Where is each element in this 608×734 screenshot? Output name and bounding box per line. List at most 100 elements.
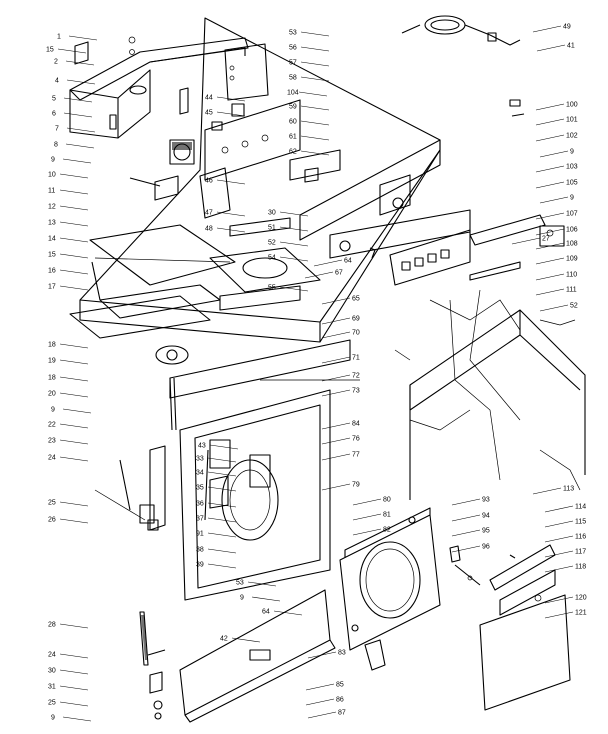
leader-c114 [544,505,574,513]
leader-c30b [279,211,309,217]
leader-c38 [207,548,237,554]
leader-c39 [207,563,237,569]
callout-c57: 57 [289,60,297,67]
leader-c69 [321,317,351,325]
callout-c110: 110 [566,272,577,279]
callout-c108: 108 [566,241,578,248]
callout-c30: 30 [48,668,56,675]
leader-c51 [279,226,309,232]
leader-c6 [63,112,93,118]
leader-c82 [352,528,382,536]
callout-c14: 14 [48,236,56,243]
callout-c60: 60 [289,119,297,126]
leader-c35 [207,486,237,492]
leader-c70 [321,331,351,339]
leader-c77 [321,453,351,461]
leader-c59 [300,105,330,111]
leader-c7 [66,127,96,133]
callout-c39: 39 [196,562,204,569]
callout-c72: 72 [352,373,360,380]
callout-c4: 4 [55,78,59,85]
leader-c111 [535,288,565,296]
leader-c91 [207,532,237,538]
callout-c83: 83 [338,650,346,657]
leader-c18 [59,343,89,349]
callout-c6: 6 [52,111,56,118]
callout-c8: 8 [54,142,58,149]
top-ring [209,217,321,311]
front-control-panel [299,139,471,286]
leader-c52a [279,241,309,247]
leader-c15b [59,253,89,259]
leader-c46 [216,179,246,185]
leader-c87 [307,711,337,719]
callout-c33: 33 [196,456,204,463]
callout-c116: 116 [575,534,586,541]
callout-c26: 26 [48,517,56,524]
callout-c22: 22 [48,422,56,429]
leader-c11 [59,189,89,195]
leader-c61 [300,135,330,141]
leader-c31 [59,685,89,691]
leader-c20 [59,392,89,398]
leader-c104 [298,91,328,97]
leader-c80 [352,498,382,506]
leader-c42 [231,637,261,643]
callout-c18: 18 [48,342,56,349]
callout-c11: 11 [48,188,55,195]
drain-hose [401,15,521,46]
callout-c24a: 24 [48,455,56,462]
leader-c79 [321,483,351,491]
callout-c23: 23 [48,438,56,445]
callout-c121: 121 [575,610,587,617]
callout-c55: 55 [268,285,276,292]
leader-c24a [59,456,89,462]
callout-c104: 104 [287,90,299,97]
leader-c72 [321,374,351,382]
callout-c43: 43 [198,443,206,450]
leader-c115 [544,520,574,528]
leader-c93 [451,498,481,506]
leader-c23 [59,439,89,445]
callout-c25a: 25 [48,500,56,507]
callout-c35: 35 [196,485,204,492]
callout-c45: 45 [205,110,213,117]
leader-c121 [544,611,574,619]
leader-c65 [321,297,351,305]
callout-c5: 5 [52,96,56,103]
leader-c107 [535,212,565,220]
leader-c36 [207,502,237,508]
toe-panel [179,589,336,723]
callout-c27: 27 [542,236,550,243]
leader-c109 [535,257,565,265]
leader-c16 [59,269,89,275]
callout-c61: 61 [289,134,297,141]
callout-c62: 62 [289,149,297,156]
callout-c86: 86 [336,697,344,704]
callout-c24b: 24 [48,652,56,659]
callout-c9d: 9 [570,149,574,156]
callout-c59: 59 [289,104,297,111]
callout-c85: 85 [336,682,344,689]
callout-c17: 17 [48,284,56,291]
callout-c79: 79 [352,482,360,489]
callout-c25b: 25 [48,700,56,707]
leader-c58 [300,76,330,82]
callout-c10: 10 [48,172,56,179]
callout-c113: 113 [563,486,574,493]
callout-c15a: 15 [46,47,54,54]
callout-c41: 41 [567,43,575,50]
callout-c51: 51 [268,225,276,232]
callout-c93: 93 [482,497,490,504]
callout-c18b: 18 [48,375,56,382]
leader-c106 [535,228,565,236]
callout-c81: 81 [383,512,391,519]
small-brackets [449,545,481,586]
callout-c20: 20 [48,391,56,398]
leader-c2 [65,60,95,66]
callout-c109: 109 [566,256,578,263]
leader-c19 [59,359,89,365]
leader-c64 [313,259,343,267]
leveler-rod [139,611,166,720]
